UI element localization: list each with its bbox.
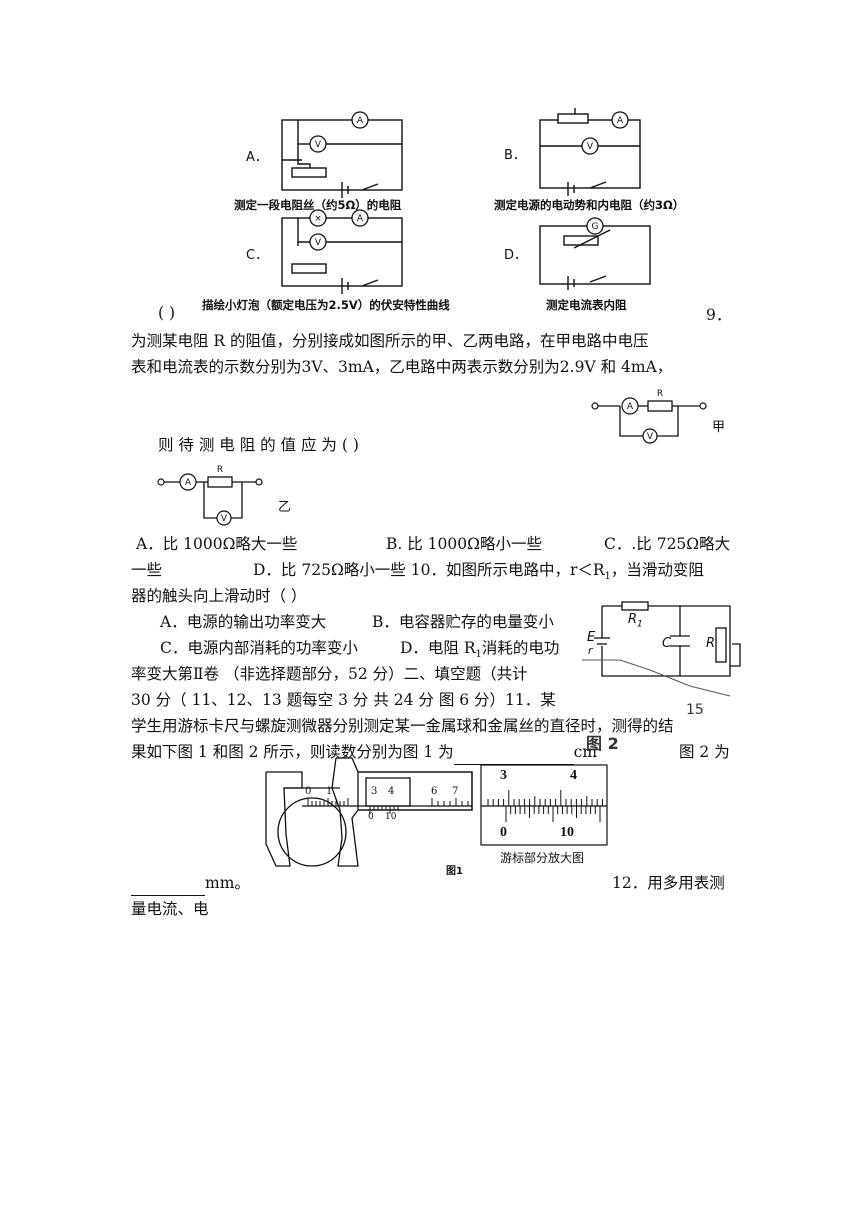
q10-option-d-tail: 消耗的电功 [481, 639, 560, 657]
magnified-main-3: 3 [500, 768, 507, 783]
q8-option-d-caption: 测定电流表内阻 [546, 298, 627, 312]
svg-text:V: V [221, 514, 228, 524]
q11-unit-cm: cm [573, 743, 598, 761]
svg-text:×: × [314, 214, 322, 224]
q11-line2-fig2: 图 2 为 [679, 743, 730, 761]
q9-option-d-text: D．比 725Ω略小一些 10．如图所示电路中，r＜R [253, 561, 605, 579]
q10-line1-tail: ，当滑动变阻 [610, 561, 704, 579]
q11-answer-blank-2[interactable] [131, 877, 205, 896]
q8-circuit-figure: A V A V × A V G [281, 108, 651, 294]
svg-text:V: V [647, 432, 654, 442]
q9-line3: 则 待 测 电 阻 的 值 应 为 ( ) [158, 436, 359, 454]
figure1-caption: 图1 [446, 866, 463, 877]
q11-line2-text: 果如下图 1 和图 2 所示，则读数分别为图 1 为 [131, 743, 454, 761]
q10-fig-r1-sub: 1 [637, 619, 643, 630]
q10-option-d-text: D．电阻 R [400, 639, 476, 657]
caliper-vernier-10: 10 [385, 812, 397, 822]
vernier-magnified-figure [480, 764, 608, 846]
q8-answer-bracket: ( ) [158, 304, 176, 322]
q10-options-ab: A．电源的输出功率变大 B．电容器贮存的电量变小 [160, 609, 554, 635]
svg-text:G: G [592, 222, 599, 232]
caliper-main-4: 4 [388, 786, 395, 797]
q9-option-d: D．比 725Ω略小一些 10．如图所示电路中，r＜R1，当滑动变阻 [253, 557, 704, 590]
q8-option-d-label: D． [504, 248, 528, 263]
q10-d-sub: 1 [475, 649, 482, 661]
q11-line2: 果如下图 1 和图 2 所示，则读数分别为图 1 为 cm 图 2 为 [131, 739, 730, 765]
q10-options-cd: C．电源内部消耗的功率变小 D．电阻 R1消耗的电功 [160, 635, 559, 661]
q10-option-c: C．电源内部消耗的功率变小 [160, 639, 358, 657]
q10-option-a: A．电源的输出功率变大 [160, 613, 327, 631]
vernier-caliper-figure [265, 757, 473, 867]
q8-option-b-caption: 测定电源的电动势和内电阻（约3Ω） [494, 198, 685, 212]
svg-text:R: R [657, 389, 663, 399]
magnified-vernier-10: 10 [560, 825, 574, 840]
svg-text:A: A [357, 116, 364, 126]
caliper-main-3: 3 [371, 786, 378, 797]
q8-option-c-label: C． [246, 248, 269, 263]
q10-fig-e: E [587, 630, 596, 645]
micrometer-figure-label: 图 2 [586, 734, 619, 753]
q9-number: 9． [706, 306, 732, 324]
micrometer-scale-15: 15 [686, 702, 704, 718]
q9-figure-yi-label: 乙 [278, 500, 292, 515]
q11-line1: 学生用游标卡尺与螺旋测微器分别测定某一金属球和金属丝的直径时，测得的结 [131, 717, 674, 735]
svg-text:A: A [617, 116, 624, 126]
svg-text:R: R [217, 465, 223, 475]
q9-line2: 表和电流表的示数分别为3V、3mA，乙电路中两表示数分别为2.9V 和 4mA， [131, 358, 673, 376]
q10-circuit-figure [582, 601, 741, 697]
magnified-caption: 游标部分放大图 [500, 851, 585, 865]
caliper-main-1: 1 [326, 786, 333, 797]
magnified-vernier-0: 0 [500, 825, 507, 840]
q10-option-b: B．电容器贮存的电量变小 [372, 613, 554, 631]
svg-text:A: A [357, 214, 364, 224]
q9-line1: 为测某电阻 R 的阻值，分别接成如图所示的甲、乙两电路，在甲电路中电压 [131, 332, 649, 350]
section2-line2: 30 分（ 11、12、13 题每空 3 分 共 24 分 图 6 分）11．某 [131, 691, 556, 709]
svg-text:V: V [315, 140, 322, 150]
q8-option-b-label: B． [504, 148, 526, 163]
q9-options-line1: A．比 1000Ω略大一些 B. 比 1000Ω略小一些 C．.比 725Ω略大 [136, 531, 730, 557]
caliper-vernier-0: 0 [368, 812, 374, 822]
caliper-ticks [307, 798, 469, 806]
svg-text:A: A [185, 478, 192, 488]
caliper-main-6: 6 [431, 786, 438, 797]
q10-fig-r: R [706, 636, 716, 651]
svg-text:A: A [627, 402, 634, 412]
q10-r1-sub: 1 [604, 571, 611, 583]
q8-option-a-caption: 测定一段电阻丝（约5Ω）的电阻 [234, 198, 402, 212]
q12-line2: 量电流、电 [131, 900, 209, 918]
svg-text:V: V [587, 142, 594, 152]
q8-option-c-caption: 描绘小灯泡（额定电压为2.5V）的伏安特性曲线 [202, 298, 450, 312]
section2-line1: 率变大第Ⅱ卷 （非选择题部分，52 分）二、填空题（共计 [131, 665, 528, 683]
q9-option-a: A．比 1000Ω略大一些 [136, 535, 298, 553]
q9-option-c-cont: 一些 [131, 561, 163, 579]
q9-options-line2: 一些 D．比 725Ω略小一些 10．如图所示电路中，r＜R1，当滑动变阻 [131, 557, 704, 583]
q9-option-b: B. 比 1000Ω略小一些 [386, 535, 542, 553]
svg-text:V: V [315, 238, 322, 248]
q10-fig-c: C [662, 636, 672, 651]
caliper-main-0: 0 [305, 786, 312, 797]
q10-fig-r1: R1 [628, 612, 643, 630]
q9-circuit-jia: A V R [591, 389, 707, 444]
q10-option-d: D．电阻 R1消耗的电功 [400, 635, 559, 668]
q8-option-a-label: A． [246, 150, 268, 165]
caliper-main-7: 7 [452, 786, 459, 797]
q10-fig-r1-text: R [628, 612, 638, 627]
q9-figure-jia-label: 甲 [712, 420, 726, 435]
q9-option-c: C．.比 725Ω略大 [604, 535, 731, 553]
magnified-main-4: 4 [570, 768, 577, 783]
q10-line3: 器的触头向上滑动时（ ） [131, 587, 307, 605]
q9-circuit-yi: A V R [157, 465, 263, 526]
q10-fig-r: r [588, 644, 593, 657]
q11-unit-mm: mm。 [205, 874, 250, 892]
q12-answer-line: mm。 [131, 870, 250, 896]
q12-start: 12．用多用表测 [612, 874, 725, 892]
